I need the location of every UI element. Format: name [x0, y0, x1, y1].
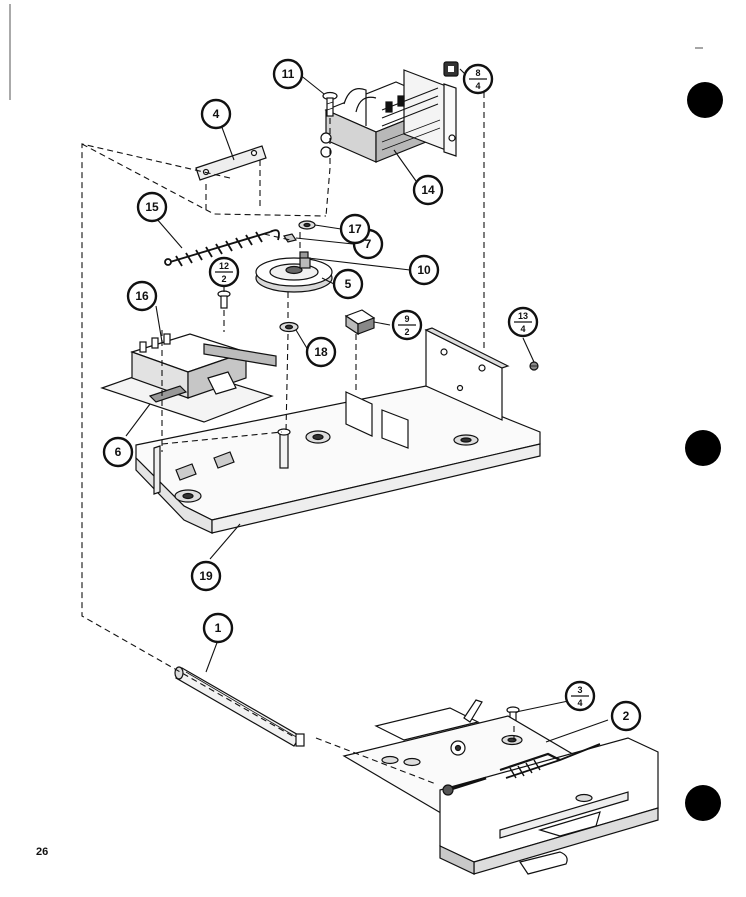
callout-number: 7: [365, 237, 372, 251]
part-14-motor: [320, 69, 457, 163]
callout-number: 17: [348, 222, 362, 236]
callout-top-number: 12: [219, 261, 229, 271]
callout-5: 5: [332, 268, 364, 300]
callout-bottom-number: 2: [221, 274, 226, 284]
part-16-switch-assembly: [100, 333, 277, 423]
page-number: 26: [36, 846, 49, 858]
callout-number: 10: [417, 263, 431, 277]
binder-hole-middle: [685, 430, 721, 466]
callout-number: 16: [135, 289, 149, 303]
callout-number: 2: [623, 709, 630, 723]
callout-number: 14: [421, 183, 435, 197]
callout-19: 19: [190, 560, 222, 592]
callout-top-number: 8: [475, 68, 480, 78]
callout-13: 134: [507, 306, 539, 338]
callout-top-number: 3: [577, 685, 582, 695]
parts-drawing: [100, 61, 659, 875]
callout-bottom-number: 2: [404, 327, 409, 337]
callout-number: 4: [213, 107, 220, 121]
callout-bottom-number: 4: [520, 324, 525, 334]
callout-11: 11: [272, 58, 304, 90]
part-19-base-chassis: [135, 327, 541, 534]
callout-number: 18: [314, 345, 328, 359]
callout-6: 6: [102, 436, 134, 468]
callout-4: 4: [200, 98, 232, 130]
assembly-lines: [81, 82, 515, 785]
callout-1: 1: [202, 612, 234, 644]
callout-17: 17: [339, 213, 371, 245]
leader-lines: [125, 68, 609, 743]
part-13-screw: [529, 361, 539, 371]
callout-9: 92: [391, 309, 423, 341]
part-5-cam: [255, 257, 333, 293]
part-1-shaft: [174, 666, 305, 747]
callout-number: 15: [145, 200, 159, 214]
callout-2: 2: [610, 700, 642, 732]
part-7-clip: [283, 233, 297, 243]
callout-number: 19: [199, 569, 213, 583]
callout-18: 18: [305, 336, 337, 368]
callout-top-number: 9: [404, 314, 409, 324]
callout-12: 122: [208, 256, 240, 288]
callout-15: 15: [136, 191, 168, 223]
part-12-screw: [217, 290, 231, 309]
binder-hole-bottom: [685, 785, 721, 821]
callout-10: 10: [408, 254, 440, 286]
callout-bottom-number: 4: [475, 81, 480, 91]
part-2-lever-assembly: [342, 699, 659, 875]
part-4-link-bar: [195, 145, 267, 181]
callout-number: 6: [115, 445, 122, 459]
callout-number: 11: [282, 67, 295, 81]
callout-number: 5: [345, 277, 352, 291]
callout-14: 14: [412, 174, 444, 206]
callout-8: 84: [462, 63, 494, 95]
callout-top-number: 13: [518, 311, 528, 321]
callout-3: 34: [564, 680, 596, 712]
part-9-block: [344, 309, 376, 336]
callout-16: 16: [126, 280, 158, 312]
part-11-screw: [322, 91, 338, 117]
callout-number: 1: [215, 621, 222, 635]
callout-bottom-number: 4: [577, 698, 582, 708]
binder-hole-top: [687, 82, 723, 118]
